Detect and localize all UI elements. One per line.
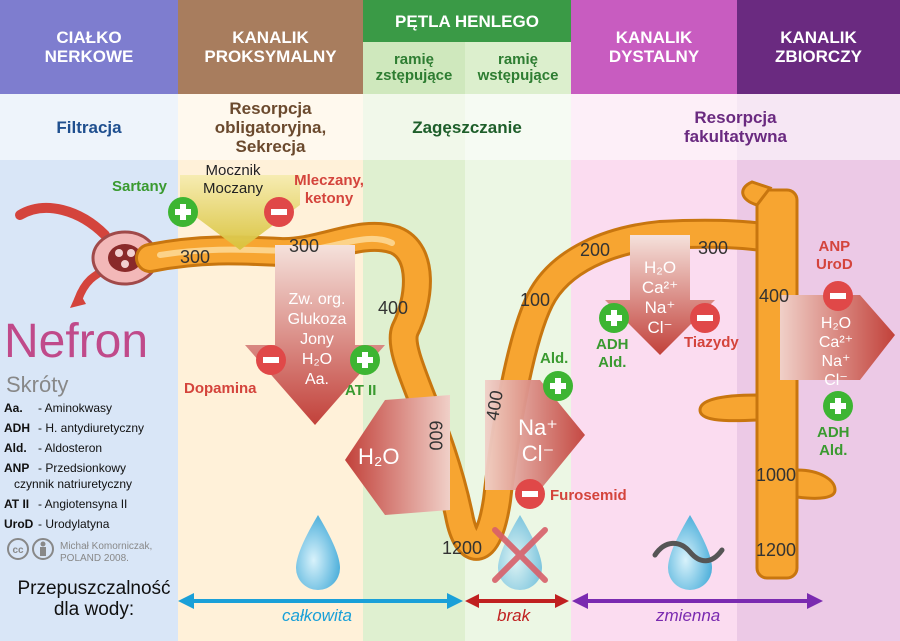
- osmolality-label: 400: [759, 286, 790, 306]
- credit-text: Michał Komorniczak, POLAND 2008.: [60, 541, 153, 564]
- label-anp-urod: ANP UroD: [816, 238, 853, 273]
- osmolality-label: 300: [180, 247, 211, 267]
- label-mleczany: Mleczany, ketony: [294, 172, 364, 207]
- label-tiazydy: Tiazydy: [684, 334, 739, 351]
- plus-icon-adh-collecting: [823, 391, 853, 421]
- abbreviation-item: ANP- Przedsionkowy czynnik natriuretyczn…: [4, 461, 133, 491]
- minus-icon-dopamina: [256, 345, 286, 375]
- salt-arrow-ascending: [485, 380, 585, 490]
- collecting-duct: [698, 180, 837, 580]
- osmolality-label: 1200: [442, 538, 483, 558]
- label-sartany: Sartany: [112, 178, 168, 195]
- header-distal: KANALIK DYSTALNY: [571, 0, 737, 94]
- loop-descending-label: ramię zstępujące: [375, 51, 453, 84]
- osmolality-label: 1000: [756, 465, 797, 485]
- abbreviation-item: AT II- Angiotensyna II: [4, 497, 128, 511]
- osmolality-label: 400: [378, 298, 409, 318]
- loop-ascending-label: ramię wstępujące: [477, 51, 559, 84]
- label-mocznik: Mocznik Moczany: [202, 162, 264, 197]
- label-h2o-loop: H₂O: [358, 444, 400, 469]
- abbreviation-item: UroD- Urodylatyna: [4, 517, 110, 531]
- header-collecting: KANALIK ZBIORCZY: [737, 0, 900, 94]
- minus-icon-anp: [823, 281, 853, 311]
- function-facultative: Resorpcja fakultatywna: [684, 108, 787, 146]
- minus-icon-furosemid: [515, 479, 545, 509]
- abbreviation-item: Ald.- Aldosteron: [4, 441, 103, 455]
- secretion-arrow-urea: [180, 175, 300, 250]
- tilde-icon: [652, 540, 725, 564]
- cc-license-icon: cc: [7, 538, 54, 560]
- function-concentration: Zagęszczanie: [412, 117, 522, 137]
- water-drop-icon: [296, 515, 340, 590]
- plus-icon-adh-distal: [599, 303, 629, 333]
- label-adh-ald-distal: ADH Ald.: [596, 336, 629, 371]
- osmolality-label: 600: [425, 420, 446, 451]
- permeability-total: całkowita: [282, 606, 352, 625]
- legend-title: Nefron: [4, 315, 149, 368]
- reabsorption-arrow-proximal: [245, 245, 385, 425]
- abbreviation-item: Aa.- Aminokwasy: [4, 401, 113, 415]
- header-loop: PĘTLA HENLEGO: [363, 0, 571, 42]
- loop-descending-cell: ramię zstępujące: [363, 42, 465, 94]
- osmolality-label: 200: [580, 240, 611, 260]
- label-at2: AT II: [345, 382, 377, 399]
- glomerulus-shape: [15, 203, 159, 308]
- permeability-variable: zmienna: [656, 606, 721, 625]
- label-furosemid: Furosemid: [550, 487, 627, 504]
- minus-icon-mleczany: [264, 197, 294, 227]
- minus-icon-tiazydy: [690, 303, 720, 333]
- label-collecting-substances: H₂O Ca²⁺ Na⁺ Cl⁻: [818, 315, 854, 389]
- label-ald-loop: Ald.: [540, 350, 569, 367]
- permeability-none: brak: [497, 606, 531, 625]
- label-distal-substances: H₂O Ca²⁺ Na⁺ Cl⁻: [641, 258, 679, 337]
- function-obligatory: Resorpcja obligatoryjna, Sekrecja: [214, 98, 327, 156]
- reabsorption-arrow-collecting: [780, 295, 895, 380]
- svg-text:cc: cc: [12, 545, 24, 556]
- abbreviation-item: ADH- H. antydiuretyczny: [4, 421, 145, 435]
- label-adh-ald-collecting: ADH Ald.: [817, 424, 850, 459]
- permeability-label: Przepuszczalność dla wody:: [17, 578, 171, 620]
- osmolality-label: 1200: [756, 540, 797, 560]
- header-glomerulus: CIAŁKO NERKOWE: [0, 0, 178, 94]
- function-filtration: Filtracja: [56, 117, 122, 137]
- label-nacl-loop: Na⁺ Cl⁻: [518, 415, 558, 466]
- cross-icon: [492, 527, 548, 583]
- label-dopamina: Dopamina: [184, 380, 257, 397]
- abbreviation-list: Aa.- Aminokwasy ADH- H. antydiuretyczny …: [4, 400, 176, 532]
- plus-icon-at2: [350, 345, 380, 375]
- plus-icon-sartany: [168, 197, 198, 227]
- permeability-arrows: [178, 593, 823, 609]
- osmolality-label: 300: [289, 236, 320, 256]
- plus-icon-ald-loop: [543, 371, 573, 401]
- loop-ascending-cell: ramię wstępujące: [465, 42, 571, 94]
- reabsorption-arrow-distal: [605, 235, 715, 355]
- label-proximal-substances: Zw. org. Glukoza Jony H₂O Aa.: [287, 291, 347, 388]
- osmolality-label: 100: [520, 290, 551, 310]
- header-proximal: KANALIK PROKSYMALNY: [178, 0, 363, 94]
- water-arrow-descending: [345, 395, 450, 515]
- osmolality-label: 300: [698, 238, 729, 258]
- legend-subtitle: Skróty: [6, 372, 69, 397]
